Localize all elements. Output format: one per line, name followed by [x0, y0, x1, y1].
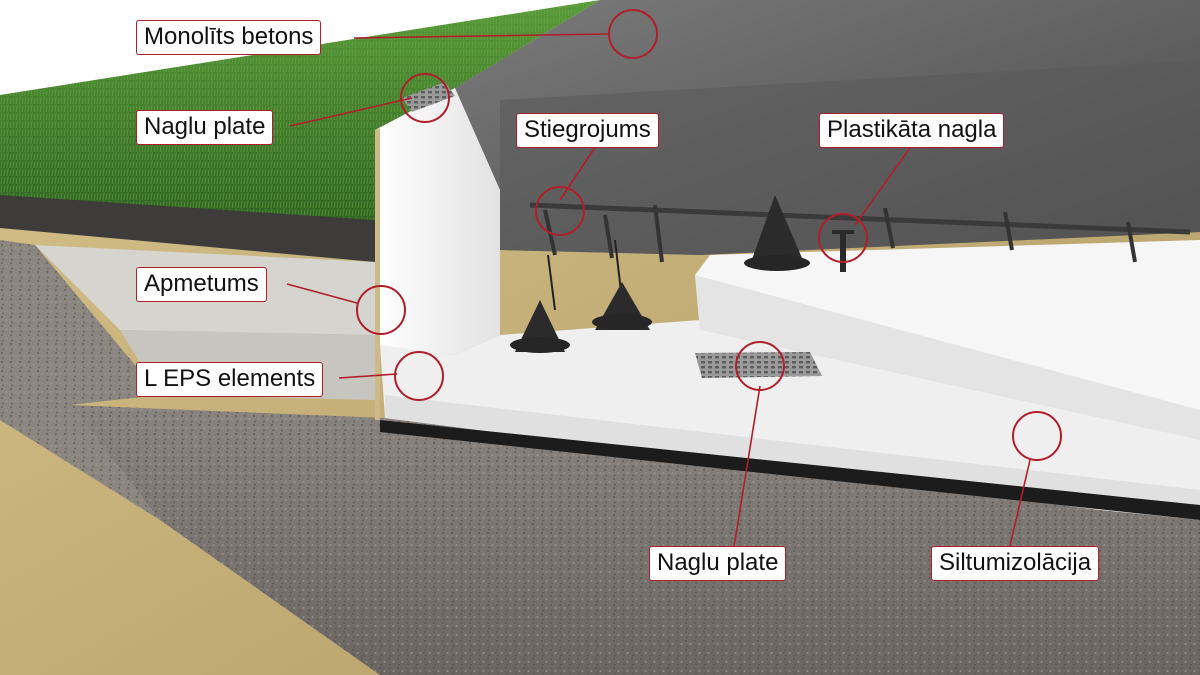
rebar-chair [750, 195, 805, 265]
leader-apmetums [286, 283, 358, 304]
leader-monolits-betons [353, 33, 609, 39]
callout-circle-apmetums [356, 285, 406, 335]
callout-circle-l-eps [394, 351, 444, 401]
leader-stiegrojums [559, 139, 601, 201]
membrane-strip [380, 420, 1200, 520]
leader-siltumizolacija [1009, 459, 1031, 547]
leader-naglu-plate-top [289, 97, 413, 127]
leader-plastikata-nagla [854, 147, 911, 226]
callout-circle-monolits-betons [608, 9, 658, 59]
label-monolits-betons: Monolīts betons [136, 20, 322, 55]
leader-l-eps [338, 373, 398, 379]
nail-plate-bottom [695, 352, 822, 378]
label-l-eps-elements: L EPS elements [136, 362, 324, 397]
eps-l-vertical [375, 88, 500, 355]
eps-side-board [375, 128, 380, 420]
callout-circle-siltumizolacija [1012, 411, 1062, 461]
callout-circle-stiegrojums [535, 186, 585, 236]
topsoil-layer [0, 195, 375, 262]
label-apmetums: Apmetums [136, 267, 267, 302]
label-stiegrojums: Stiegrojums [516, 113, 659, 148]
label-naglu-plate-top: Naglu plate [136, 110, 274, 145]
label-plastikata-nagla: Plastikāta nagla [819, 113, 1005, 148]
callout-circle-naglu-plate-top [400, 73, 450, 123]
callout-circle-naglu-plate-bottom [735, 341, 785, 391]
label-naglu-plate-bottom: Naglu plate [649, 546, 787, 581]
leader-naglu-plate-bottom [733, 385, 761, 548]
nail-plate-top [402, 82, 455, 112]
callout-circle-plastikata-nagla [818, 213, 868, 263]
callout-lines [286, 33, 1031, 548]
label-siltumizolacija: Siltumizolācija [931, 546, 1100, 581]
callout-circles [356, 9, 1062, 461]
plastic-nail [840, 232, 846, 272]
